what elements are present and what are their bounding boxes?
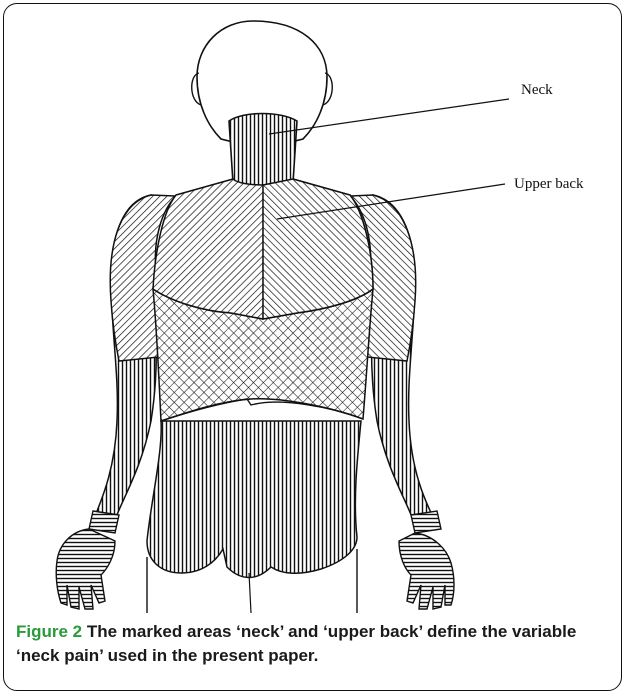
left-wrist <box>89 511 119 533</box>
figure-number: Figure 2 <box>16 622 82 641</box>
right-hand <box>399 533 454 609</box>
label-neck: Neck <box>521 82 553 99</box>
left-hand <box>56 529 115 609</box>
lower-back <box>147 421 361 578</box>
figure-caption: Figure 2 The marked areas ‘neck’ and ‘up… <box>16 620 611 668</box>
figure-frame: Neck Upper back Figure 2 The marked area… <box>3 3 622 691</box>
neck-area <box>229 114 297 190</box>
leg-inner <box>249 573 251 613</box>
right-wrist <box>411 511 441 533</box>
label-upper-back: Upper back <box>514 176 584 193</box>
caption-text: The marked areas ‘neck’ and ‘upper back’… <box>16 622 576 665</box>
